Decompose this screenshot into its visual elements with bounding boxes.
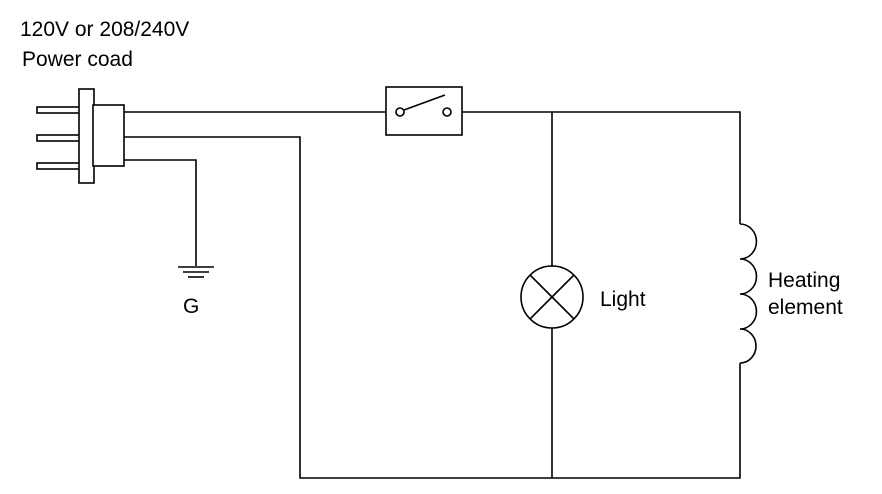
- lamp-icon: [520, 265, 584, 329]
- power-cord-label: Power coad: [22, 48, 133, 71]
- plug-icon: [36, 88, 125, 184]
- voltage-label: 120V or 208/240V: [20, 18, 189, 41]
- switch-icon: [385, 86, 463, 136]
- ground-label: G: [183, 295, 199, 318]
- heating-element-label-line1: Heating: [768, 269, 840, 292]
- light-label: Light: [600, 288, 646, 311]
- heating-coil-icon: [739, 223, 758, 364]
- switched-wire: [462, 111, 741, 224]
- neutral-wire: [124, 136, 741, 479]
- ground-wire: [124, 159, 197, 266]
- heating-element-label-line2: element: [768, 296, 843, 319]
- ground-symbol-icon: [178, 266, 214, 278]
